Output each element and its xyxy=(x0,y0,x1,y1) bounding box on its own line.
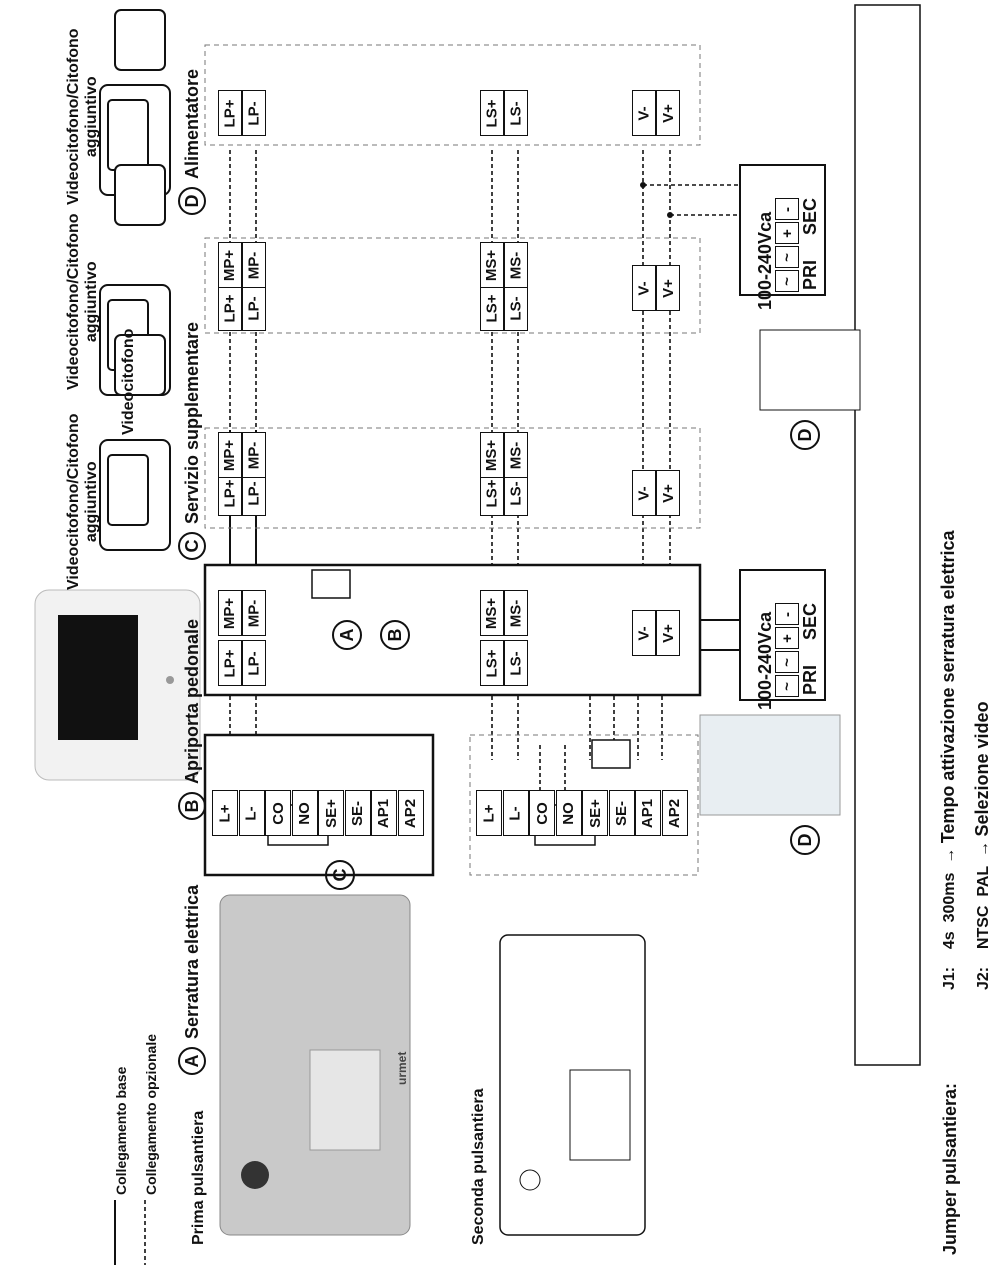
ext2-term-mp: MP+ xyxy=(218,242,242,288)
legend-item-d: DAlimentatore xyxy=(178,69,206,215)
monitor-main-title: Videocitofono xyxy=(120,328,137,435)
extra-monitor-title-1: Videocitofono/Citofono aggiuntivo xyxy=(65,413,100,590)
ext3-term-lp: LP- xyxy=(242,90,266,136)
main-term-ms: MS- xyxy=(504,590,528,636)
ext2-term-mp: MP- xyxy=(242,242,266,288)
main-term-mp: MP+ xyxy=(218,590,242,636)
extra-monitor-box-2 xyxy=(204,237,701,334)
ext1-term-v: V+ xyxy=(656,470,680,516)
panel1-term-no: NO xyxy=(291,790,318,836)
psu-main-term-2: + xyxy=(775,627,799,649)
letter-d-marker-2: D xyxy=(790,420,820,450)
panel2-term-se: SE- xyxy=(608,790,635,836)
first-panel-title: Prima pulsantiera xyxy=(190,1110,207,1245)
psu-extra-term-2: + xyxy=(775,222,799,244)
panel2-term-co: CO xyxy=(529,790,555,836)
ext2-term-v: V+ xyxy=(656,265,680,311)
extra-monitor-box-3 xyxy=(204,44,701,146)
panel1-term-co: CO xyxy=(265,790,291,836)
legend-item-a: ASerratura elettrica xyxy=(178,885,206,1075)
extra-monitor-box-1 xyxy=(204,427,701,529)
ext3-term-ls: LS+ xyxy=(480,90,504,136)
jumper-j2: J2: NTSC PAL → Selezione video xyxy=(972,701,992,990)
ext2-term-lp: LP- xyxy=(242,285,266,331)
ext1-term-mp: MP- xyxy=(242,432,266,478)
panel2-term-ap2: AP2 xyxy=(661,790,688,836)
main-term-v: V- xyxy=(632,610,656,656)
brand-logo: urmet xyxy=(395,1051,409,1085)
psu-extra-voltage: 100-240Vca xyxy=(755,211,775,310)
extra-monitor-title-2: Videocitofono/Citofono aggiuntivo xyxy=(65,213,100,390)
letter-circle-b: B xyxy=(178,792,206,820)
psu-pictures xyxy=(699,329,861,816)
panel1-term-se: SE- xyxy=(344,790,371,836)
legend-item-b: BApriporta pedonale xyxy=(178,619,206,820)
psu-main-term-3: - xyxy=(775,603,799,625)
psu-extra-pri: PRI xyxy=(800,259,820,290)
ext3-term-lp: LP+ xyxy=(218,90,242,136)
panel2-term-ap1: AP1 xyxy=(635,790,661,836)
first-panel-picture xyxy=(219,894,411,1236)
monitor-main-picture xyxy=(34,589,201,781)
main-term-ms: MS+ xyxy=(480,590,504,636)
panel2-term-se: SE+ xyxy=(582,790,608,836)
letter-circle-d: D xyxy=(178,187,206,215)
main-term-ls: LS+ xyxy=(480,640,504,686)
psu-extra-term-3: - xyxy=(775,198,799,220)
ext2-term-ls: LS+ xyxy=(480,285,504,331)
panel-2-terminal-box xyxy=(469,734,699,876)
ext3-term-v: V- xyxy=(632,90,656,136)
second-panel-title: Seconda pulsantiera xyxy=(470,1088,487,1246)
panel1-term-l: L+ xyxy=(212,790,238,836)
psu-main-pri: PRI xyxy=(800,664,820,695)
extra-monitor-title-3: Videocitofono/Citofono aggiuntivo xyxy=(65,28,100,205)
legend-box xyxy=(854,4,921,1066)
psu-extra-term-1: ~ xyxy=(775,246,799,268)
extra-monitor-pictures xyxy=(99,9,171,551)
ext1-term-v: V- xyxy=(632,470,656,516)
ext1-term-ms: MS+ xyxy=(480,432,504,478)
panel2-term-l: L- xyxy=(502,790,529,836)
psu-extra-term-0: ~ xyxy=(775,270,799,292)
main-term-v: V+ xyxy=(656,610,680,656)
main-term-lp: LP- xyxy=(242,640,266,686)
legend-item-c: CServizio supplementare xyxy=(178,322,206,560)
ext2-term-ms: MS- xyxy=(504,242,528,288)
panel2-term-l: L+ xyxy=(476,790,502,836)
letter-c-marker: C xyxy=(325,860,355,890)
main-term-lp: LP+ xyxy=(218,640,242,686)
psu-main-term-0: ~ xyxy=(775,675,799,697)
ext2-term-v: V- xyxy=(632,265,656,311)
panel1-term-l: L- xyxy=(238,790,265,836)
letter-d-marker-1: D xyxy=(790,825,820,855)
letter-circle-c: C xyxy=(178,532,206,560)
psu-main-voltage: 100-240Vca xyxy=(755,611,775,710)
psu-main-sec: SEC xyxy=(800,602,820,640)
ext2-term-lp: LP+ xyxy=(218,285,242,331)
main-term-ls: LS- xyxy=(504,640,528,686)
panel2-term-no: NO xyxy=(555,790,582,836)
legend-base-label: Collegamento base xyxy=(113,1066,129,1195)
jumper-title: Jumper pulsantiera: xyxy=(940,1082,960,1255)
ext2-term-ms: MS+ xyxy=(480,242,504,288)
main-term-mp: MP- xyxy=(242,590,266,636)
panel1-term-se: SE+ xyxy=(318,790,344,836)
ext1-term-ms: MS- xyxy=(504,432,528,478)
letter-b-marker: B xyxy=(380,620,410,650)
jumper-j1: J1: 4s 300ms → Tempo attivazione serratu… xyxy=(938,530,958,990)
letter-a-marker: A xyxy=(332,620,362,650)
panel1-term-ap1: AP1 xyxy=(371,790,397,836)
ext3-term-v: V+ xyxy=(656,90,680,136)
psu-main-term-1: ~ xyxy=(775,651,799,673)
second-panel-picture xyxy=(499,934,646,1236)
monitor-terminal-box xyxy=(203,563,702,697)
ext2-term-ls: LS- xyxy=(504,285,528,331)
ext1-term-mp: MP+ xyxy=(218,432,242,478)
lock-symbols xyxy=(311,569,631,769)
psu-extra-sec: SEC xyxy=(800,197,820,235)
panel1-term-ap2: AP2 xyxy=(397,790,424,836)
ext3-term-ls: LS- xyxy=(504,90,528,136)
letter-circle-a: A xyxy=(178,1047,206,1075)
legend-optional-label: Collegamento opzionale xyxy=(143,1033,159,1195)
